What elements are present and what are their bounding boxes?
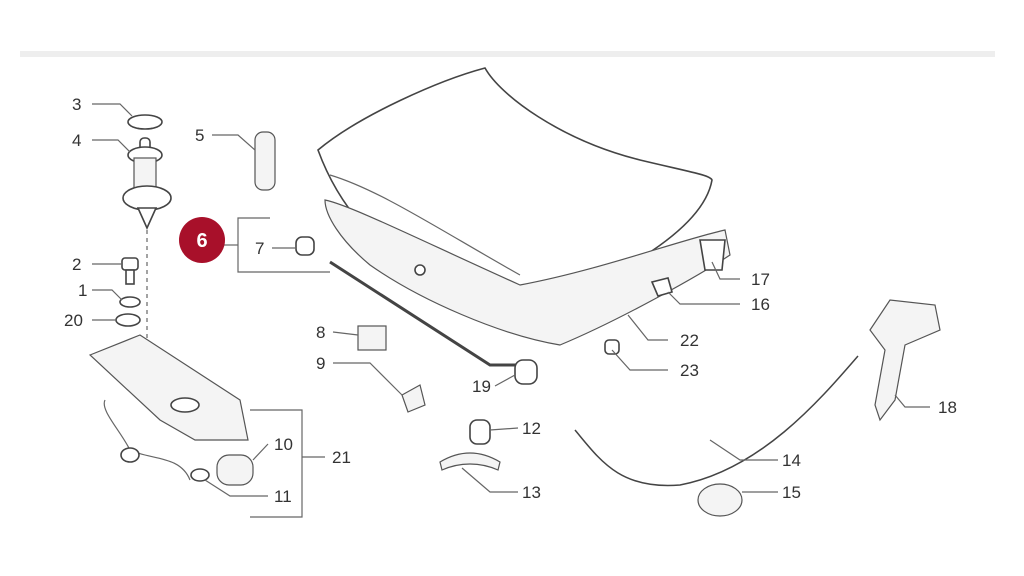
bolt-part[interactable] (121, 257, 139, 285)
callout-23[interactable]: 23 (680, 361, 699, 380)
callout-12[interactable]: 12 (522, 419, 541, 438)
lock-washer-part[interactable] (119, 296, 141, 308)
callout-1[interactable]: 1 (78, 281, 87, 300)
callout-18[interactable]: 18 (938, 398, 957, 417)
spring-clip-part[interactable] (120, 447, 140, 463)
callout-22[interactable]: 22 (680, 331, 699, 350)
callout-7[interactable]: 7 (255, 239, 264, 258)
rod-grommet-part[interactable] (514, 359, 538, 385)
highlight-circle (179, 217, 225, 263)
grommet-part[interactable] (216, 454, 254, 486)
callout-11[interactable]: 11 (274, 487, 292, 506)
callout-20[interactable]: 20 (64, 311, 83, 330)
callout-16[interactable]: 16 (751, 295, 770, 314)
callout-5[interactable]: 5 (195, 126, 204, 145)
release-lever-part[interactable] (869, 299, 941, 422)
callout-4[interactable]: 4 (72, 131, 81, 150)
callout-label-6: 6 (196, 230, 207, 252)
callout-6-highlight[interactable]: 6 (179, 217, 225, 263)
hood-striker-part[interactable] (122, 137, 172, 360)
screw-part[interactable] (604, 339, 620, 355)
hinge-bracket-part[interactable] (699, 239, 726, 271)
callout-2[interactable]: 2 (72, 255, 81, 274)
callout-19[interactable]: 19 (472, 377, 491, 396)
leader-lines (92, 103, 930, 518)
callout-9[interactable]: 9 (316, 354, 325, 373)
buffer-part[interactable] (650, 277, 673, 297)
callout-3[interactable]: 3 (72, 95, 81, 114)
cable-guide-part[interactable] (439, 452, 501, 471)
washer-part[interactable] (127, 114, 163, 130)
rubber-bumper-part[interactable] (254, 131, 276, 191)
hood-panel[interactable] (317, 67, 731, 346)
callout-15[interactable]: 15 (782, 483, 801, 502)
release-cable-part[interactable] (574, 355, 859, 487)
prop-rod-part[interactable] (329, 260, 520, 367)
callout-10[interactable]: 10 (274, 435, 293, 454)
callout-13[interactable]: 13 (522, 483, 541, 502)
push-clip-part[interactable] (469, 419, 491, 445)
rod-clip-part[interactable] (295, 236, 315, 256)
callout-21[interactable]: 21 (332, 448, 351, 467)
callout-labels: 3 4 5 7 2 1 20 8 9 19 12 13 14 15 16 17 … (64, 95, 957, 506)
rod-holder-part[interactable] (357, 325, 387, 351)
callout-8[interactable]: 8 (316, 323, 325, 342)
top-divider (20, 51, 995, 57)
callout-14[interactable]: 14 (782, 451, 801, 470)
callout-17[interactable]: 17 (751, 270, 770, 289)
flat-washer-part[interactable] (115, 313, 141, 327)
clip-part[interactable] (190, 468, 210, 482)
bracket-part[interactable] (401, 384, 426, 413)
cable-handle-part[interactable] (697, 483, 743, 517)
